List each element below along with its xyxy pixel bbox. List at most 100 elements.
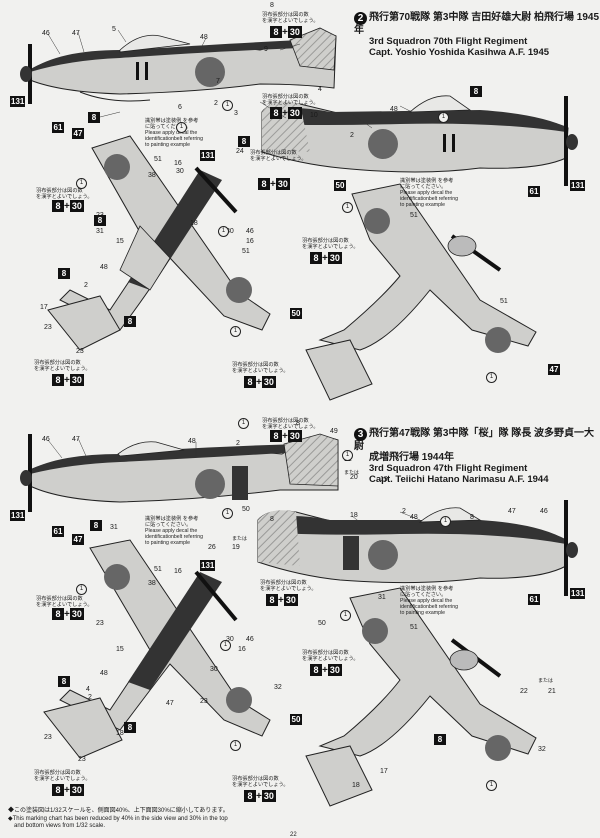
scheme-2-title-en-1: 3rd Squadron 70th Flight Regiment bbox=[369, 36, 528, 47]
decal-number-label: 31 bbox=[96, 228, 104, 235]
decal-number-label: 17 bbox=[380, 768, 388, 775]
decal-number-box: 131 bbox=[200, 150, 216, 161]
decal-number-box: 8 bbox=[470, 86, 482, 97]
decal-number-label: 51 bbox=[154, 156, 162, 163]
or-label: または bbox=[538, 678, 554, 684]
decal-number-label: 47 bbox=[72, 436, 80, 443]
decal-number-circle: 1 bbox=[342, 450, 353, 461]
decal-number-circle: 1 bbox=[230, 740, 241, 751]
decal-number-label: 16 bbox=[238, 646, 246, 653]
decal-number-label: 10 bbox=[310, 112, 318, 119]
belt-note: 羽布張部分は図の数を漢字とよいでしょう。 bbox=[34, 360, 91, 372]
belt-note: 羽布張部分は図の数を漢字とよいでしょう。 bbox=[262, 94, 319, 106]
or-label: または bbox=[232, 536, 248, 542]
decal-number-label: 19 bbox=[380, 476, 388, 483]
id-belt-note: 識別帯は塗装例 を参考に貼ってください。Please apply decal t… bbox=[400, 178, 458, 208]
decal-number-label: 47 bbox=[508, 508, 516, 515]
decal-combo: 8+30 bbox=[310, 252, 342, 265]
decal-number-label: 15 bbox=[116, 238, 124, 245]
decal-number-label: 23 bbox=[96, 212, 104, 219]
decal-number-box: 131 bbox=[570, 588, 586, 599]
decal-number-label: 30 bbox=[226, 228, 234, 235]
decal-combo: 8+30 bbox=[310, 664, 342, 677]
decal-combo: 8+30 bbox=[52, 200, 84, 213]
scheme2-right-side-view bbox=[261, 95, 578, 186]
decal-combo: 8+30 bbox=[270, 430, 302, 443]
decal-number-label: 16 bbox=[174, 160, 182, 167]
or-label: または bbox=[344, 470, 360, 476]
decal-number-label: 38 bbox=[148, 172, 156, 179]
decal-number-box: 47 bbox=[72, 128, 84, 139]
decal-number-box: 50 bbox=[290, 308, 302, 319]
decal-combo: 8+30 bbox=[52, 608, 84, 621]
decal-number-label: 32 bbox=[538, 746, 546, 753]
decal-number-circle: 1 bbox=[342, 202, 353, 213]
decal-number-label: 2 bbox=[214, 100, 218, 107]
belt-note: 羽布張部分は図の数を漢字とよいでしょう。 bbox=[36, 596, 93, 608]
belt-note: 羽布張部分は図の数を漢字とよいでしょう。 bbox=[34, 770, 91, 782]
decal-number-label: 18 bbox=[116, 730, 124, 737]
scheme-2-title-jp: 飛行第70戦隊 第3中隊 吉田好雄大尉 柏飛行場 1945年 bbox=[354, 12, 600, 36]
decal-number-label: 50 bbox=[242, 506, 250, 513]
decal-number-label: 46 bbox=[42, 30, 50, 37]
decal-number-label: 48 bbox=[410, 514, 418, 521]
decal-number-label: 19 bbox=[232, 544, 240, 551]
decal-number-box: 131 bbox=[10, 510, 26, 521]
decal-number-label: 2 bbox=[84, 282, 88, 289]
id-belt-note: 識別帯は塗装例 を参考に貼ってください。Please apply decal t… bbox=[145, 118, 203, 148]
decal-number-label: 24 bbox=[236, 148, 244, 155]
decal-number-circle: 1 bbox=[438, 112, 449, 123]
decal-number-circle: 1 bbox=[230, 326, 241, 337]
decal-number-label: 46 bbox=[246, 228, 254, 235]
decal-number-box: 8 bbox=[94, 215, 106, 226]
decal-number-label: 18 bbox=[350, 512, 358, 519]
decal-number-box: 8 bbox=[58, 268, 70, 279]
decal-number-label: 17 bbox=[40, 304, 48, 311]
belt-note: 羽布張部分は図の数を漢字とよいでしょう。 bbox=[302, 650, 359, 662]
decal-number-label: 20 bbox=[350, 474, 358, 481]
decal-number-label: 4 bbox=[86, 686, 90, 693]
decal-number-box: 47 bbox=[548, 364, 560, 375]
decal-number-label: 23 bbox=[76, 348, 84, 355]
decal-number-circle: 1 bbox=[76, 178, 87, 189]
decal-combo: 8+30 bbox=[52, 784, 84, 797]
scheme2-bottom-view bbox=[305, 183, 537, 401]
decal-number-label: 23 bbox=[96, 620, 104, 627]
decal-number-label: 51 bbox=[242, 248, 250, 255]
decal-number-label: 30 bbox=[210, 666, 218, 673]
decal-number-circle: 1 bbox=[218, 226, 229, 237]
decal-number-label: 23 bbox=[44, 324, 52, 331]
decal-number-box: 8 bbox=[58, 676, 70, 687]
decal-number-circle: 1 bbox=[486, 372, 497, 383]
decal-number-label: 15 bbox=[116, 646, 124, 653]
decal-number-box: 50 bbox=[334, 180, 346, 191]
decal-number-label: 48 bbox=[200, 34, 208, 41]
decal-number-label: 30 bbox=[226, 636, 234, 643]
scale-footnote: ◆この塗装図は1/32スケールを、側面図40%、上下面図30%に縮小してあります… bbox=[8, 808, 229, 829]
decal-number-label: 47 bbox=[166, 700, 174, 707]
decal-number-circle: 1 bbox=[340, 610, 351, 621]
decal-number-circle: 1 bbox=[76, 584, 87, 595]
id-belt-note: 識別帯は塗装例 を参考に貼ってください。Please apply decal t… bbox=[400, 586, 458, 616]
scheme2-top-view bbox=[47, 135, 271, 351]
decal-number-box: 8 bbox=[238, 136, 250, 147]
decal-combo: 8+30 bbox=[244, 376, 276, 389]
decal-number-label: 16 bbox=[246, 238, 254, 245]
belt-note: 羽布張部分は図の数を漢字とよいでしょう。 bbox=[232, 362, 289, 374]
decal-number-label: 38 bbox=[148, 580, 156, 587]
decal-number-label: 23 bbox=[78, 756, 86, 763]
decal-number-label: 18 bbox=[352, 782, 360, 789]
scheme-number-badge: 2 bbox=[354, 12, 367, 25]
decal-number-label: 49 bbox=[330, 428, 338, 435]
scheme3-bottom-view bbox=[305, 587, 537, 807]
scheme-3-title-en-1: 3rd Squadron 47th Flight Regiment bbox=[369, 463, 528, 474]
decal-number-box: 131 bbox=[570, 180, 586, 191]
belt-note: 羽布張部分は図の数を漢字とよいでしょう。 bbox=[232, 776, 289, 788]
decal-number-circle: 1 bbox=[222, 100, 233, 111]
decal-number-box: 8 bbox=[124, 722, 136, 733]
decal-number-label: 48 bbox=[100, 264, 108, 271]
decal-combo: 8+30 bbox=[52, 374, 84, 387]
belt-note: 羽布張部分は図の数を漢字とよいでしょう。 bbox=[250, 150, 307, 162]
